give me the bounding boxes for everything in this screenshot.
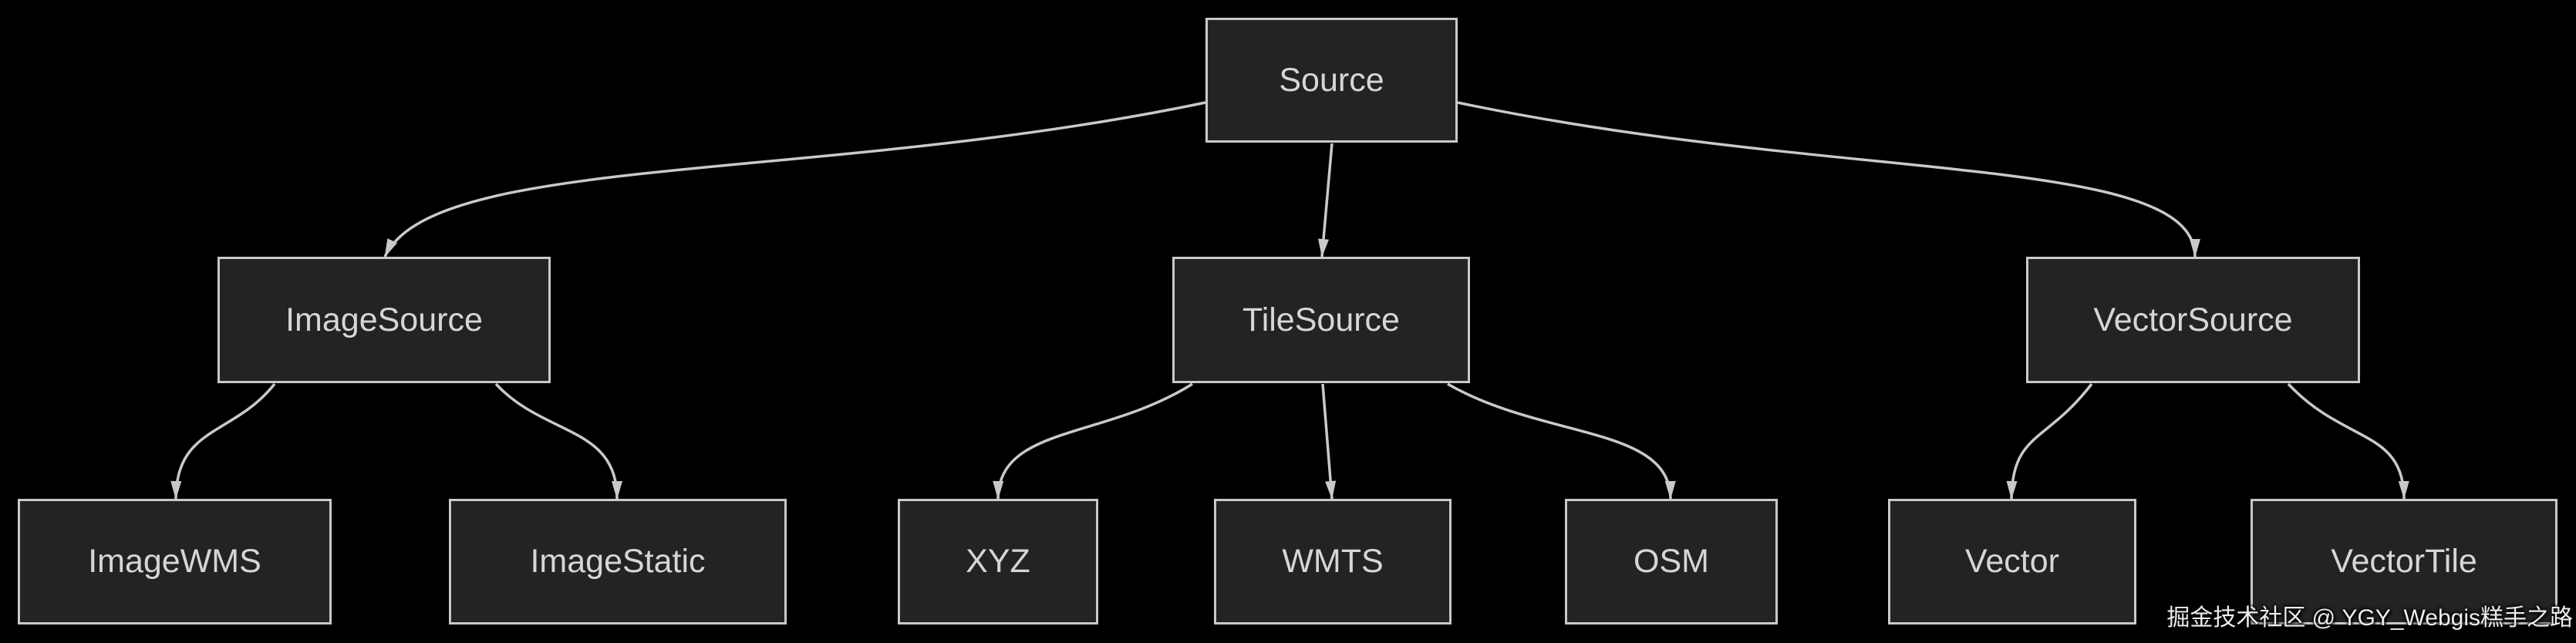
edge-tilesource-xyz	[993, 382, 1193, 500]
node-osm-label: OSM	[1634, 543, 1709, 580]
node-vector-label: Vector	[1965, 543, 2059, 580]
edge-vectorsource-vectortile	[2287, 382, 2409, 500]
node-tilesource-label: TileSource	[1242, 301, 1400, 338]
node-imagestatic: ImageStatic	[449, 499, 787, 624]
node-imagewms: ImageWMS	[18, 499, 332, 624]
watermark: 掘金技术社区 @ YGY_Webgis糕手之路	[2166, 605, 2573, 631]
edge-tilesource-osm	[1447, 382, 1676, 500]
edge-source-imagesource	[383, 101, 1206, 258]
node-imagestatic-label: ImageStatic	[530, 543, 706, 580]
node-imagesource: ImageSource	[217, 257, 551, 383]
edge-source-tilesource	[1318, 143, 1334, 258]
node-osm: OSM	[1565, 499, 1778, 624]
node-vectorsource-label: VectorSource	[2093, 301, 2293, 338]
node-vectortile-label: VectorTile	[2331, 543, 2477, 580]
node-imagesource-label: ImageSource	[285, 301, 483, 338]
node-source: Source	[1205, 18, 1458, 143]
edge-source-vectorsource	[1457, 101, 2200, 258]
node-source-label: Source	[1279, 61, 1384, 99]
node-vectortile: VectorTile	[2251, 499, 2557, 624]
edge-imagesource-imagestatic	[494, 382, 622, 500]
node-vector: Vector	[1888, 499, 2136, 624]
edge-tilesource-wmts	[1321, 383, 1337, 500]
node-xyz-label: XYZ	[966, 543, 1030, 580]
node-tilesource: TileSource	[1172, 257, 1470, 383]
node-xyz: XYZ	[898, 499, 1098, 624]
node-imagewms-label: ImageWMS	[88, 543, 261, 580]
node-vectorsource: VectorSource	[2026, 257, 2360, 383]
edge-imagesource-imagewms	[170, 382, 276, 500]
node-wmts-label: WMTS	[1282, 543, 1384, 580]
node-wmts: WMTS	[1214, 499, 1452, 624]
edge-vectorsource-vector	[2006, 382, 2093, 500]
